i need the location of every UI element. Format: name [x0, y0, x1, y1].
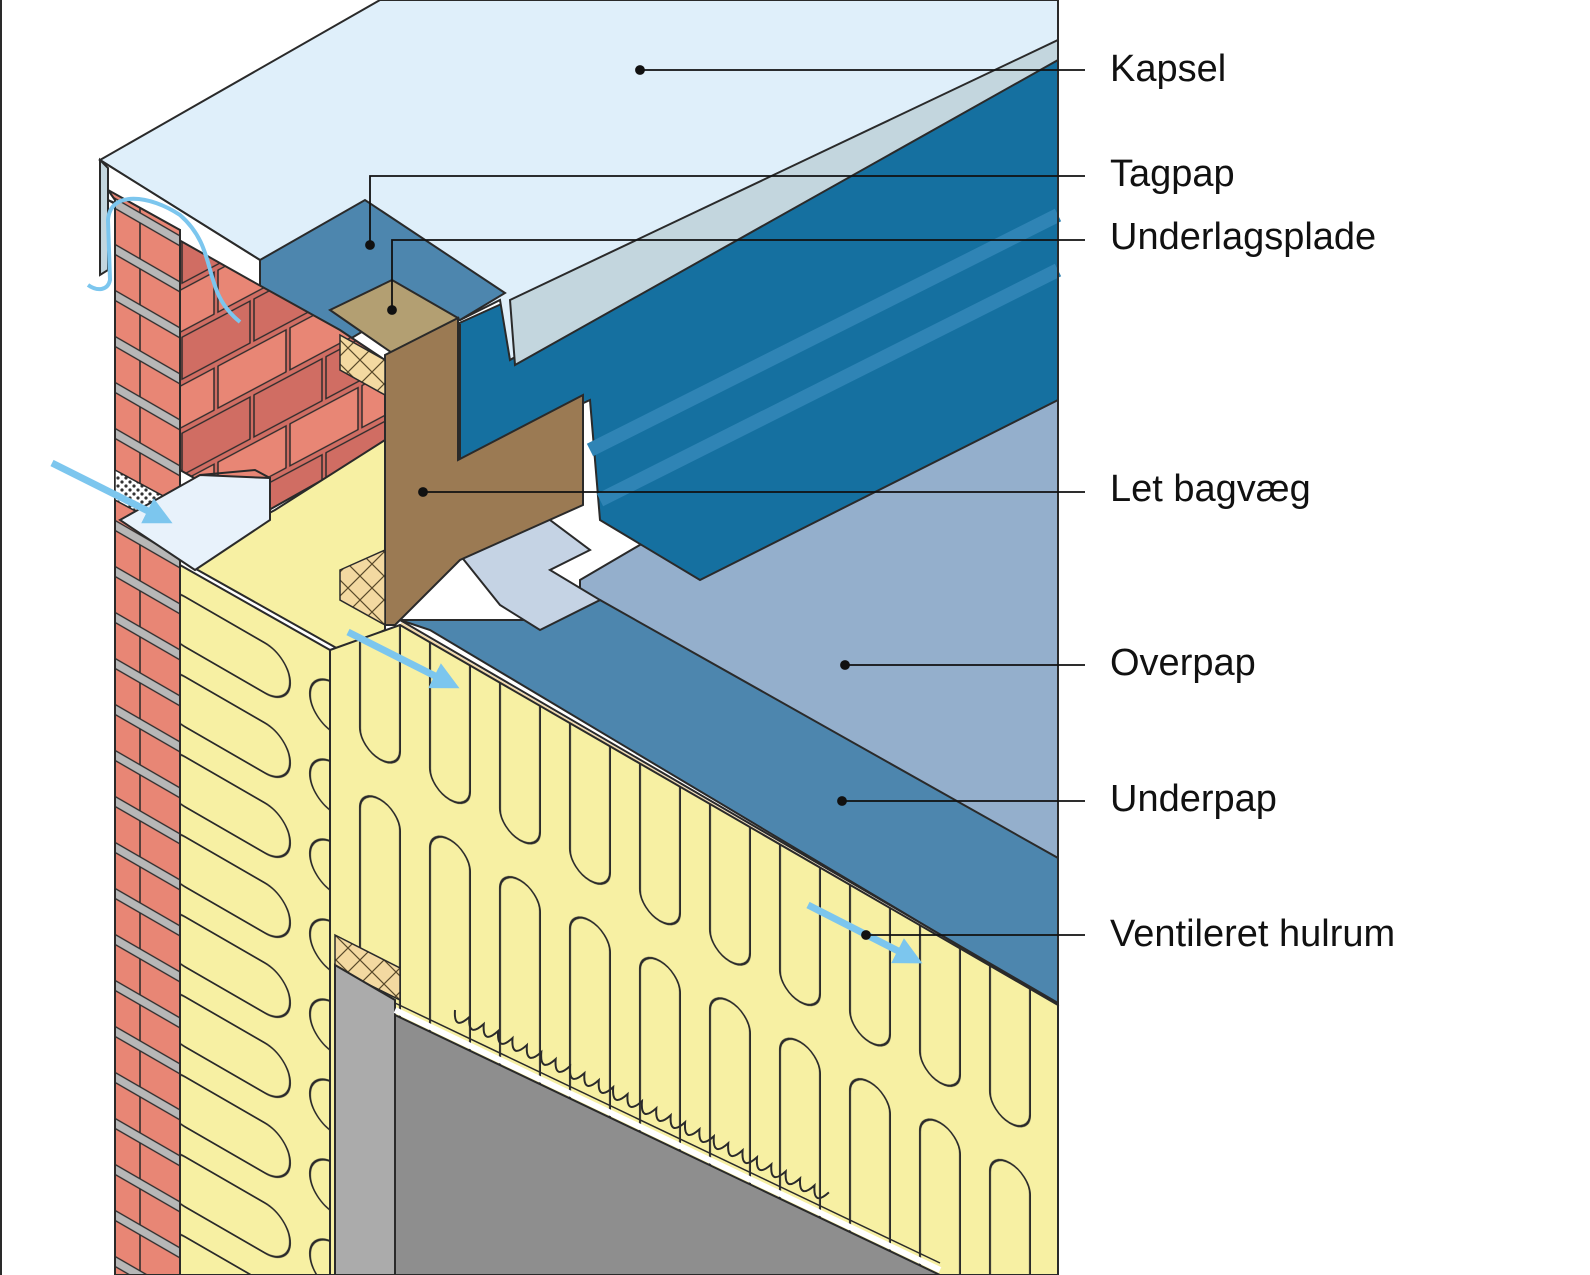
leader-tagpap: [365, 175, 1085, 250]
label-underpap: Underpap: [1110, 778, 1277, 820]
insulation: [177, 438, 1059, 1275]
leader-kapsel: [635, 65, 1085, 75]
label-let-bagvaeg: Let bagvæg: [1110, 468, 1311, 510]
label-overpap: Overpap: [1110, 642, 1256, 684]
timber-block-upper: [339, 333, 386, 397]
brick-wall: [107, 189, 386, 1275]
corrugated-layer: [453, 1009, 830, 1200]
drip-water-line: [86, 196, 242, 324]
timber-post: [384, 316, 584, 626]
brick-outer-face: [107, 189, 181, 1275]
airflow-arrows: [50, 196, 923, 964]
label-underlagsplade: Underlagsplade: [1110, 216, 1377, 258]
roof-layers: [398, 50, 1062, 1011]
leader-underlagsplade: [387, 239, 1085, 315]
airflow-arrow-inlet: [50, 459, 173, 524]
inner-wall: [334, 963, 942, 1275]
z-profile-bracket: [118, 473, 271, 572]
insulation-left: [179, 563, 331, 1275]
leader-underpap: [837, 796, 1085, 806]
timber-block-base: [334, 933, 401, 1002]
let-bagvaeg-timber: [328, 278, 584, 1002]
label-kapsel: Kapsel: [1110, 48, 1227, 90]
leader-ventileret-hulrum: [861, 930, 1085, 940]
leader-overpap: [840, 660, 1085, 670]
label-ventileret-hulrum: Ventileret hulrum: [1110, 913, 1396, 955]
leader-let-bagvaeg: [418, 487, 1085, 497]
leader-lines: [365, 65, 1085, 940]
label-tagpap: Tagpap: [1110, 153, 1235, 195]
timber-block-lower: [339, 548, 386, 627]
airflow-arrow-cavity: [346, 628, 460, 689]
airflow-arrow-roof: [806, 901, 923, 964]
